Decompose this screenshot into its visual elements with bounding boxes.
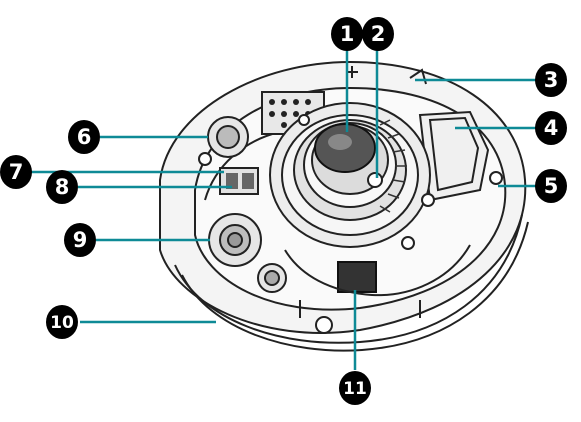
callout-number: 1	[340, 22, 355, 46]
callout-number: 5	[544, 174, 559, 198]
callout-number: 8	[55, 175, 70, 199]
callout-badge-4: 4	[535, 111, 567, 145]
callout-number: 10	[50, 313, 74, 333]
callout-number: 9	[73, 228, 88, 252]
callout-badge-2: 2	[362, 17, 394, 51]
callout-badge-10: 10	[46, 305, 78, 339]
callout-number: 6	[77, 125, 92, 149]
callout-number: 11	[343, 379, 367, 399]
camera-illustration	[160, 62, 528, 351]
callout-badge-6: 6	[68, 120, 100, 154]
callout-badge-9: 9	[64, 223, 96, 257]
callout-number: 2	[371, 22, 386, 46]
callout-number: 4	[544, 116, 559, 140]
callout-badge-7: 7	[0, 155, 32, 189]
callout-number: 3	[544, 68, 559, 92]
callout-badge-1: 1	[331, 17, 363, 51]
callout-badge-5: 5	[535, 169, 567, 203]
callout-badge-3: 3	[535, 63, 567, 97]
callout-badge-8: 8	[46, 170, 78, 204]
callout-badge-11: 11	[339, 371, 371, 405]
card-slot	[338, 262, 376, 292]
callout-number: 7	[9, 160, 24, 184]
